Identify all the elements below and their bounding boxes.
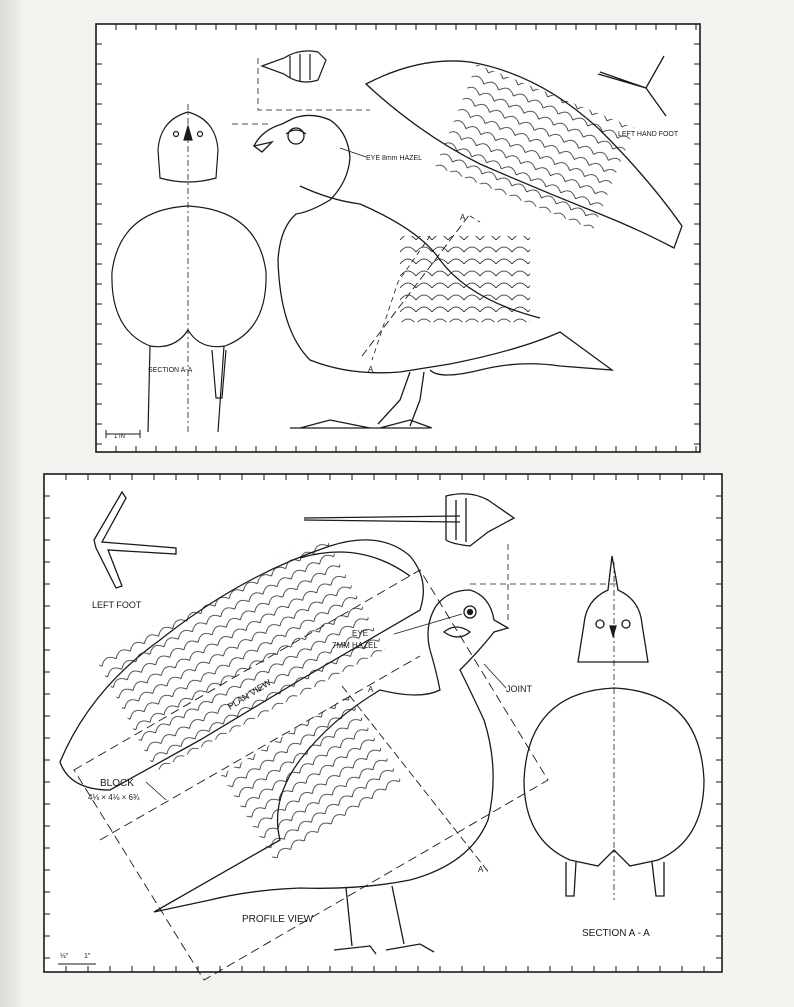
scale-bar: 1 IN bbox=[105, 430, 141, 440]
scale-label: 1 IN bbox=[114, 434, 125, 440]
block-label: BLOCK bbox=[100, 778, 134, 789]
plate-2-projection-lines bbox=[470, 544, 620, 624]
section-marker-bottom-2: A bbox=[478, 865, 484, 874]
wing-plan-view bbox=[364, 60, 683, 249]
eye-label-line1: EYE bbox=[352, 629, 368, 638]
scale-half-label: ½" bbox=[60, 952, 69, 960]
left-hand-foot-drawing bbox=[597, 55, 667, 117]
plate-1-scale-ticks bbox=[96, 24, 700, 452]
scale-one-label: 1" bbox=[84, 953, 91, 960]
left-hand-foot-label: LEFT HAND FOOT bbox=[618, 131, 679, 138]
block-dimensions: 4⅛ × 4⅛ × 6¾ bbox=[88, 793, 140, 802]
section-marker-top: A bbox=[460, 213, 466, 222]
left-foot-label: LEFT FOOT bbox=[92, 600, 142, 610]
scale-bar-2: ½" 1" bbox=[58, 952, 96, 965]
section-label-2: SECTION A - A bbox=[582, 928, 650, 939]
eye-label-line2: 7MM HAZEL bbox=[332, 641, 378, 650]
plate-2: LEFT FOOT EYE 7MM HAZEL JOINT PLAN VIEW … bbox=[43, 473, 723, 981]
plate-2-scale-ticks bbox=[44, 474, 722, 972]
profile-view-label: PROFILE VIEW bbox=[242, 914, 314, 925]
plan-view-wing bbox=[59, 534, 424, 791]
plate-1: EYE 8mm HAZEL LEFT HAND FOOT SECTION A-A… bbox=[95, 23, 701, 453]
section-label: SECTION A-A bbox=[148, 367, 193, 374]
plate-1-border bbox=[95, 23, 701, 453]
plate-1-projection-lines bbox=[232, 58, 370, 125]
eye-label: EYE 8mm HAZEL bbox=[366, 155, 422, 162]
plate-2-section-line bbox=[341, 685, 491, 875]
section-marker-bottom: A bbox=[368, 365, 374, 374]
top-head-view bbox=[260, 50, 327, 83]
top-head-view-2 bbox=[303, 493, 516, 547]
profile-bird-drawing-2 bbox=[153, 589, 510, 955]
section-a-a-drawing-2 bbox=[523, 687, 705, 897]
profile-bird-drawing bbox=[252, 114, 615, 429]
joint-label: JOINT bbox=[506, 684, 533, 694]
section-marker-top-2: A bbox=[368, 685, 374, 694]
left-foot-drawing bbox=[93, 490, 177, 589]
front-head-view-2 bbox=[577, 555, 649, 663]
plate-1-section-line bbox=[361, 213, 471, 357]
